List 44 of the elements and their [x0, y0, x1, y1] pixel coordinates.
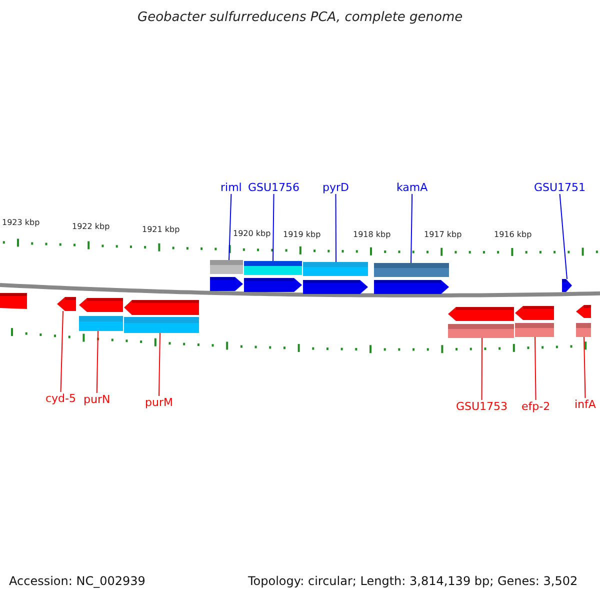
leader-line — [60, 310, 64, 392]
leader-line — [335, 194, 336, 262]
genome-summary: Topology: circular; Length: 3,814,139 bp; Genes: 3,502 — [248, 574, 578, 589]
accession-text: Accession: NC_002939 — [9, 574, 146, 589]
gene-feature — [244, 261, 302, 292]
gene-feature — [79, 298, 123, 331]
leader-line — [410, 194, 413, 264]
scale-label: 1919 kbp — [283, 230, 321, 240]
scale-label: 1921 kbp — [142, 225, 180, 235]
gene-feature — [448, 307, 514, 338]
leader-line — [534, 336, 536, 400]
leader-line — [158, 332, 160, 396]
leader-line — [584, 336, 586, 398]
gene-label: purM — [145, 396, 173, 409]
scale-label: 1920 kbp — [233, 229, 271, 239]
leader-line — [228, 194, 232, 260]
scale-label: 1923 kbp — [2, 218, 40, 228]
scale-label: 1917 kbp — [424, 230, 462, 240]
gene-feature — [303, 262, 368, 294]
gene-label: purN — [84, 393, 110, 406]
gene-label: GSU1751 — [534, 181, 586, 194]
scale-label: 1916 kbp — [494, 230, 532, 240]
gene-label: cyd-5 — [46, 392, 76, 405]
leader-line — [96, 330, 98, 394]
title: Geobacter sulfurreducens PCA, complete genome — [138, 10, 463, 25]
gene-label: efp-2 — [522, 400, 550, 413]
gene-label: GSU1753 — [456, 400, 508, 413]
leader-line — [272, 194, 274, 262]
gene-label: pyrD — [322, 181, 349, 194]
gene-feature — [124, 300, 199, 333]
gene-feature — [374, 263, 449, 294]
gene-feature — [562, 279, 572, 292]
scale-label: 1918 kbp — [353, 230, 391, 240]
gene-feature — [210, 260, 243, 291]
leader-line — [559, 194, 568, 280]
gene-label: kamA — [396, 181, 428, 194]
gene-label: GSU1756 — [248, 181, 300, 194]
gene-feature — [57, 297, 76, 311]
leader-line — [481, 338, 482, 400]
gene-label: riml — [220, 181, 242, 194]
gene-feature — [515, 306, 554, 337]
gene-label: infA — [574, 398, 596, 411]
scale-label: 1922 kbp — [72, 222, 110, 232]
gene-feature — [576, 305, 591, 337]
